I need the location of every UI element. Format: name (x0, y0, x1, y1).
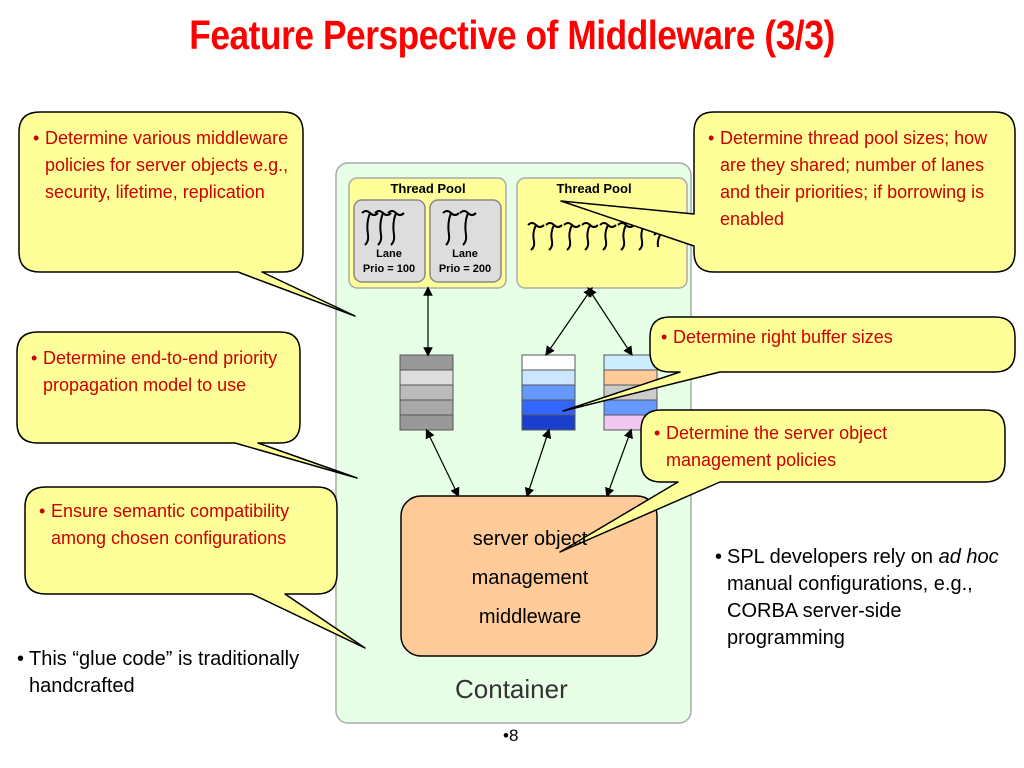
callout-server-object: • Determine the server object management… (654, 420, 974, 474)
lane-1-label: Lane (376, 248, 402, 260)
callout-server-object-text: Determine the server object management p… (666, 423, 888, 470)
note-glue-code: • This “glue code” is traditionally hand… (17, 646, 317, 700)
callout-semantic: • Ensure semantic compatibility among ch… (39, 498, 329, 552)
som-line-3: middleware (478, 606, 582, 628)
bullet: • (715, 546, 723, 568)
callout-policies: • Determine various middleware policies … (33, 125, 295, 206)
container-label: Container (455, 674, 568, 704)
callout-semantic-text: Ensure semantic compatibility among chos… (51, 501, 290, 548)
connection-arrows (423, 286, 633, 498)
callout-buffer-text: Determine right buffer sizes (673, 327, 893, 347)
bullet: • (661, 327, 668, 347)
thread-pool-left-label: Thread Pool (390, 181, 465, 196)
callout-server-object-bubble (559, 409, 1006, 553)
page-number: •8 (503, 726, 519, 745)
lane-1-prio: Prio = 100 (363, 263, 415, 275)
callout-thread-pool-text: Determine thread pool sizes; how are the… (720, 128, 988, 229)
callout-buffer-bubble (562, 316, 1016, 412)
callout-priority-text: Determine end-to-end priority propagatio… (43, 348, 278, 395)
lane-2-threads-icon (442, 210, 477, 246)
callout-priority-bubble (16, 331, 358, 479)
callout-policies-text: Determine various middleware policies fo… (45, 128, 289, 202)
lane-1-box (353, 199, 426, 283)
thread-pool-right-label: Thread Pool (556, 181, 631, 196)
callout-threadpool-bubble (560, 111, 1016, 273)
bullet: • (17, 648, 25, 670)
buffer-gray (399, 354, 454, 431)
bullet: • (39, 501, 46, 521)
lane-2-label: Lane (452, 248, 478, 260)
bullet: • (33, 128, 40, 148)
buffer-blue (521, 354, 576, 431)
bullet: • (654, 423, 661, 443)
som-middleware-label: server object management middleware (404, 520, 656, 637)
lane-2-prio: Prio = 200 (439, 263, 491, 275)
som-line-2: management (471, 567, 589, 589)
callout-thread-pool: • Determine thread pool sizes; how are t… (708, 125, 998, 233)
bullet: • (31, 348, 38, 368)
callout-buffer: • Determine right buffer sizes (661, 324, 1001, 351)
note-glue-code-text: This “glue code” is traditionally handcr… (29, 648, 300, 697)
bullet: • (708, 128, 715, 148)
callout-priority: • Determine end-to-end priority propagat… (31, 345, 286, 399)
note-spl-part1: SPL developers rely on (727, 546, 934, 568)
som-line-1: server object (472, 528, 588, 550)
note-spl-italic: ad hoc (938, 546, 999, 568)
lane-1-threads-icon (361, 210, 405, 246)
slide-title: Feature Perspective of Middleware (3/3) (189, 12, 835, 58)
note-spl-developers-text: SPL developers rely on ad hoc manual con… (715, 544, 1005, 652)
callout-policies-bubble (18, 111, 356, 317)
callout-semantic-bubble (24, 486, 366, 649)
note-spl-developers: • SPL developers rely on ad hoc manual c… (715, 544, 1005, 652)
note-spl-part2: manual configurations, e.g., CORBA serve… (727, 573, 973, 649)
